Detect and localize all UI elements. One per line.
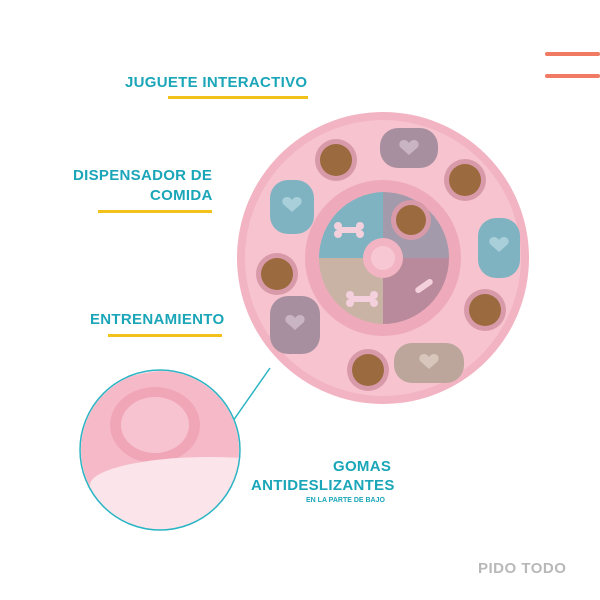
wedge-tan-bottom [319, 258, 383, 324]
menu-icon[interactable] [545, 50, 600, 82]
food-well [391, 200, 431, 240]
brand-watermark: PIDO TODO [478, 560, 567, 577]
food-well [256, 253, 298, 295]
label-gomas-line1: GOMAS [333, 458, 392, 475]
label-dispensador-line1: DISPENSADOR DE [73, 167, 213, 184]
bone-icon [415, 278, 433, 294]
label-gomas-sub: EN LA PARTE DE BAJO [306, 497, 385, 504]
center-knob-top [371, 246, 395, 270]
food-well [464, 289, 506, 331]
heart-icon [419, 354, 439, 369]
underline-dispensador [98, 210, 212, 213]
label-gomas-line2: ANTIDESLIZANTES [251, 477, 395, 494]
bone-icon [334, 222, 364, 238]
bone-icon [346, 291, 378, 307]
food-well [347, 349, 389, 391]
menu-bar-bottom [545, 74, 600, 78]
heart-icon [399, 140, 419, 155]
underline-entrenamiento [108, 334, 222, 337]
underline-juguete [168, 96, 308, 99]
label-entrenamiento: ENTRENAMIENTO [90, 311, 225, 328]
label-dispensador-line2: COMIDA [150, 187, 213, 204]
menu-bar-top [545, 52, 600, 56]
heart-icon [282, 197, 302, 212]
food-well [315, 139, 357, 181]
heart-icon [489, 237, 509, 252]
zoom-circle-underside [79, 369, 241, 531]
zoom-connector-line [227, 367, 271, 429]
wedge-blue-left [319, 192, 383, 258]
heart-icon [285, 315, 305, 330]
food-well [444, 159, 486, 201]
label-juguete-interactivo: JUGUETE INTERACTIVO [125, 74, 308, 91]
